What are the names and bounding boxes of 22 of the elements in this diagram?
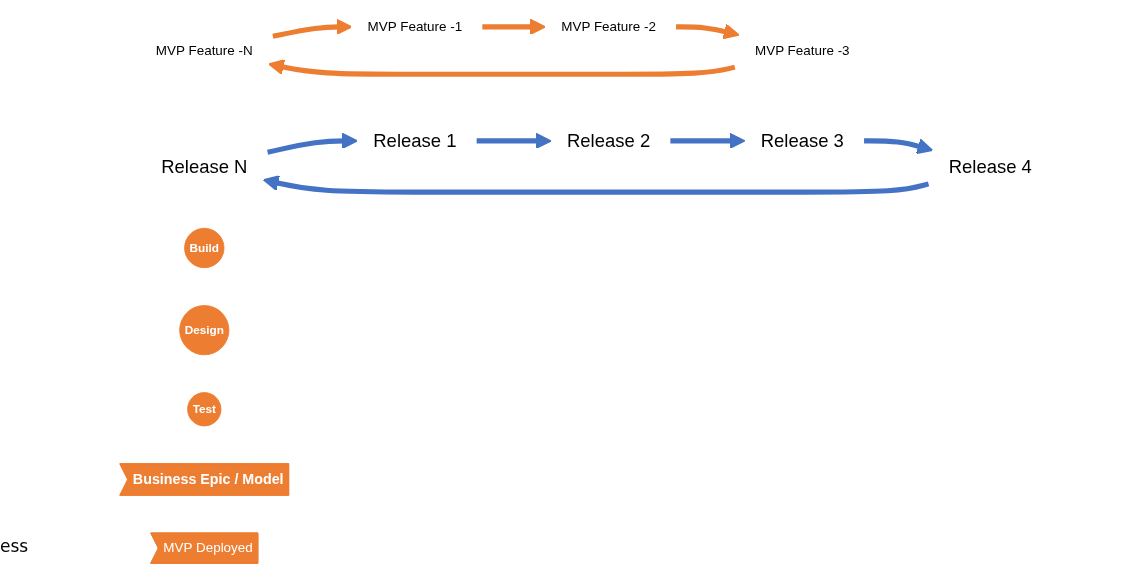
node-circle: Design bbox=[179, 305, 230, 356]
node-text: MVP Feature -2 bbox=[561, 19, 656, 34]
arrow bbox=[272, 18, 353, 39]
node-text: Release 3 bbox=[760, 130, 844, 152]
label-text: ess bbox=[0, 536, 29, 556]
arrow bbox=[482, 18, 546, 35]
node-circle: Build bbox=[184, 227, 225, 269]
node-circle: Test bbox=[187, 392, 222, 427]
arrow bbox=[670, 132, 746, 149]
node-text: Release N bbox=[161, 156, 248, 177]
arrow bbox=[262, 175, 930, 195]
node-text: MVP Feature -N bbox=[155, 43, 253, 58]
node-text: MVP Feature -3 bbox=[754, 43, 850, 58]
arrow bbox=[476, 132, 552, 149]
arrow bbox=[267, 132, 358, 155]
node-text: MVP Feature -1 bbox=[367, 19, 463, 34]
node-text: Release 1 bbox=[373, 130, 457, 152]
arrow bbox=[268, 59, 736, 77]
node-text: Release 2 bbox=[566, 130, 651, 152]
node-text: Release 4 bbox=[948, 156, 1032, 177]
arrow bbox=[864, 138, 934, 155]
arrow bbox=[676, 23, 740, 40]
